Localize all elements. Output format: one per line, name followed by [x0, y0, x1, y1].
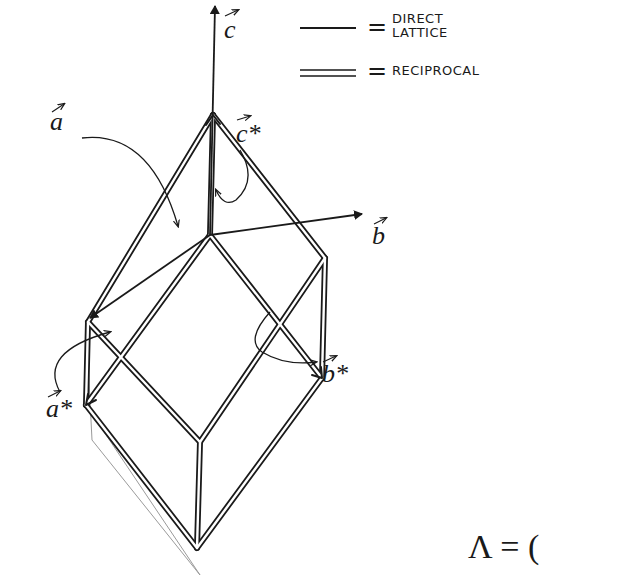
vector-label: c	[224, 16, 236, 45]
equals-sign: =	[367, 58, 387, 84]
vector-label: a*	[46, 395, 72, 424]
reciprocal-cell	[86, 115, 325, 548]
equals-sign: =	[367, 14, 387, 40]
vector-label: a	[50, 108, 63, 137]
vector-label: b	[372, 222, 385, 251]
legend-text: RECIPROCAL	[392, 64, 472, 78]
legend-text: DIRECT LATTICE	[392, 12, 472, 41]
formula-fragment: Λ = (	[468, 528, 539, 565]
legend-samples	[300, 28, 356, 76]
vector-label: c*	[236, 120, 261, 149]
direct-vectors	[90, 6, 362, 318]
leader-lines	[55, 137, 316, 392]
vector-label: b*	[322, 360, 348, 389]
construction-lines	[86, 258, 325, 575]
vector-overarrows	[48, 10, 386, 397]
